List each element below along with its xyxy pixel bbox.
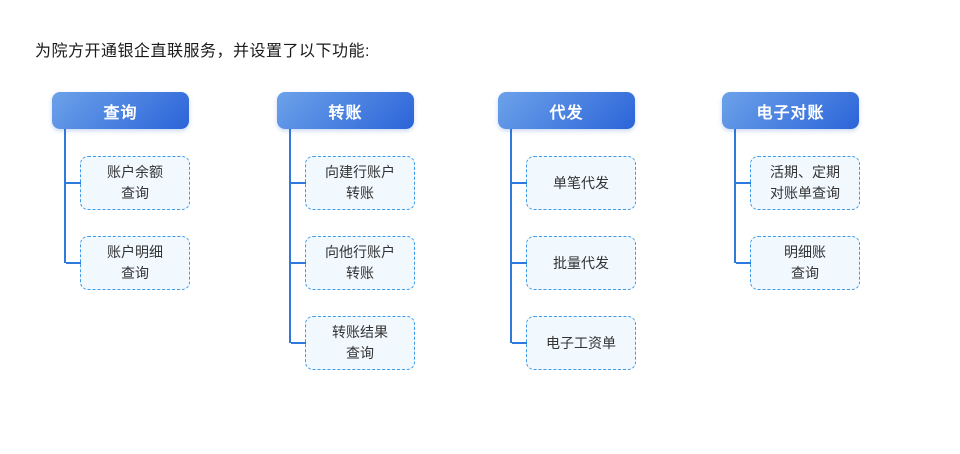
group-e-reconciliation: 电子对账 活期、定期 对账单查询 明细账 查询 <box>722 92 862 290</box>
feature-box: 批量代发 <box>512 236 636 290</box>
group-header-query: 查询 <box>52 92 189 129</box>
group-children: 向建行账户 转账 向他行账户 转账 转账结果 查询 <box>291 156 415 370</box>
group-header-e-reconciliation: 电子对账 <box>722 92 859 129</box>
feature-box: 单笔代发 <box>512 156 636 210</box>
connector-line <box>289 129 291 343</box>
group-children: 单笔代发 批量代发 电子工资单 <box>512 156 636 370</box>
feature-box: 活期、定期 对账单查询 <box>736 156 860 210</box>
group-query: 查询 账户余额 查询 账户明细 查询 <box>52 92 192 290</box>
connector-line <box>64 129 66 263</box>
feature-box: 向他行账户 转账 <box>291 236 415 290</box>
group-transfer: 转账 向建行账户 转账 向他行账户 转账 转账结果 查询 <box>277 92 417 370</box>
feature-box: 明细账 查询 <box>736 236 860 290</box>
group-header-agency-pay: 代发 <box>498 92 635 129</box>
group-children: 活期、定期 对账单查询 明细账 查询 <box>736 156 860 290</box>
feature-box: 转账结果 查询 <box>291 316 415 370</box>
connector-line <box>510 129 512 343</box>
group-agency-pay: 代发 单笔代发 批量代发 电子工资单 <box>498 92 638 370</box>
group-header-transfer: 转账 <box>277 92 414 129</box>
connector-line <box>734 129 736 263</box>
feature-box: 账户明细 查询 <box>66 236 190 290</box>
feature-box: 账户余额 查询 <box>66 156 190 210</box>
group-children: 账户余额 查询 账户明细 查询 <box>66 156 190 290</box>
page-title: 为院方开通银企直联服务，并设置了以下功能: <box>35 43 370 60</box>
feature-box: 电子工资单 <box>512 316 636 370</box>
feature-box: 向建行账户 转账 <box>291 156 415 210</box>
